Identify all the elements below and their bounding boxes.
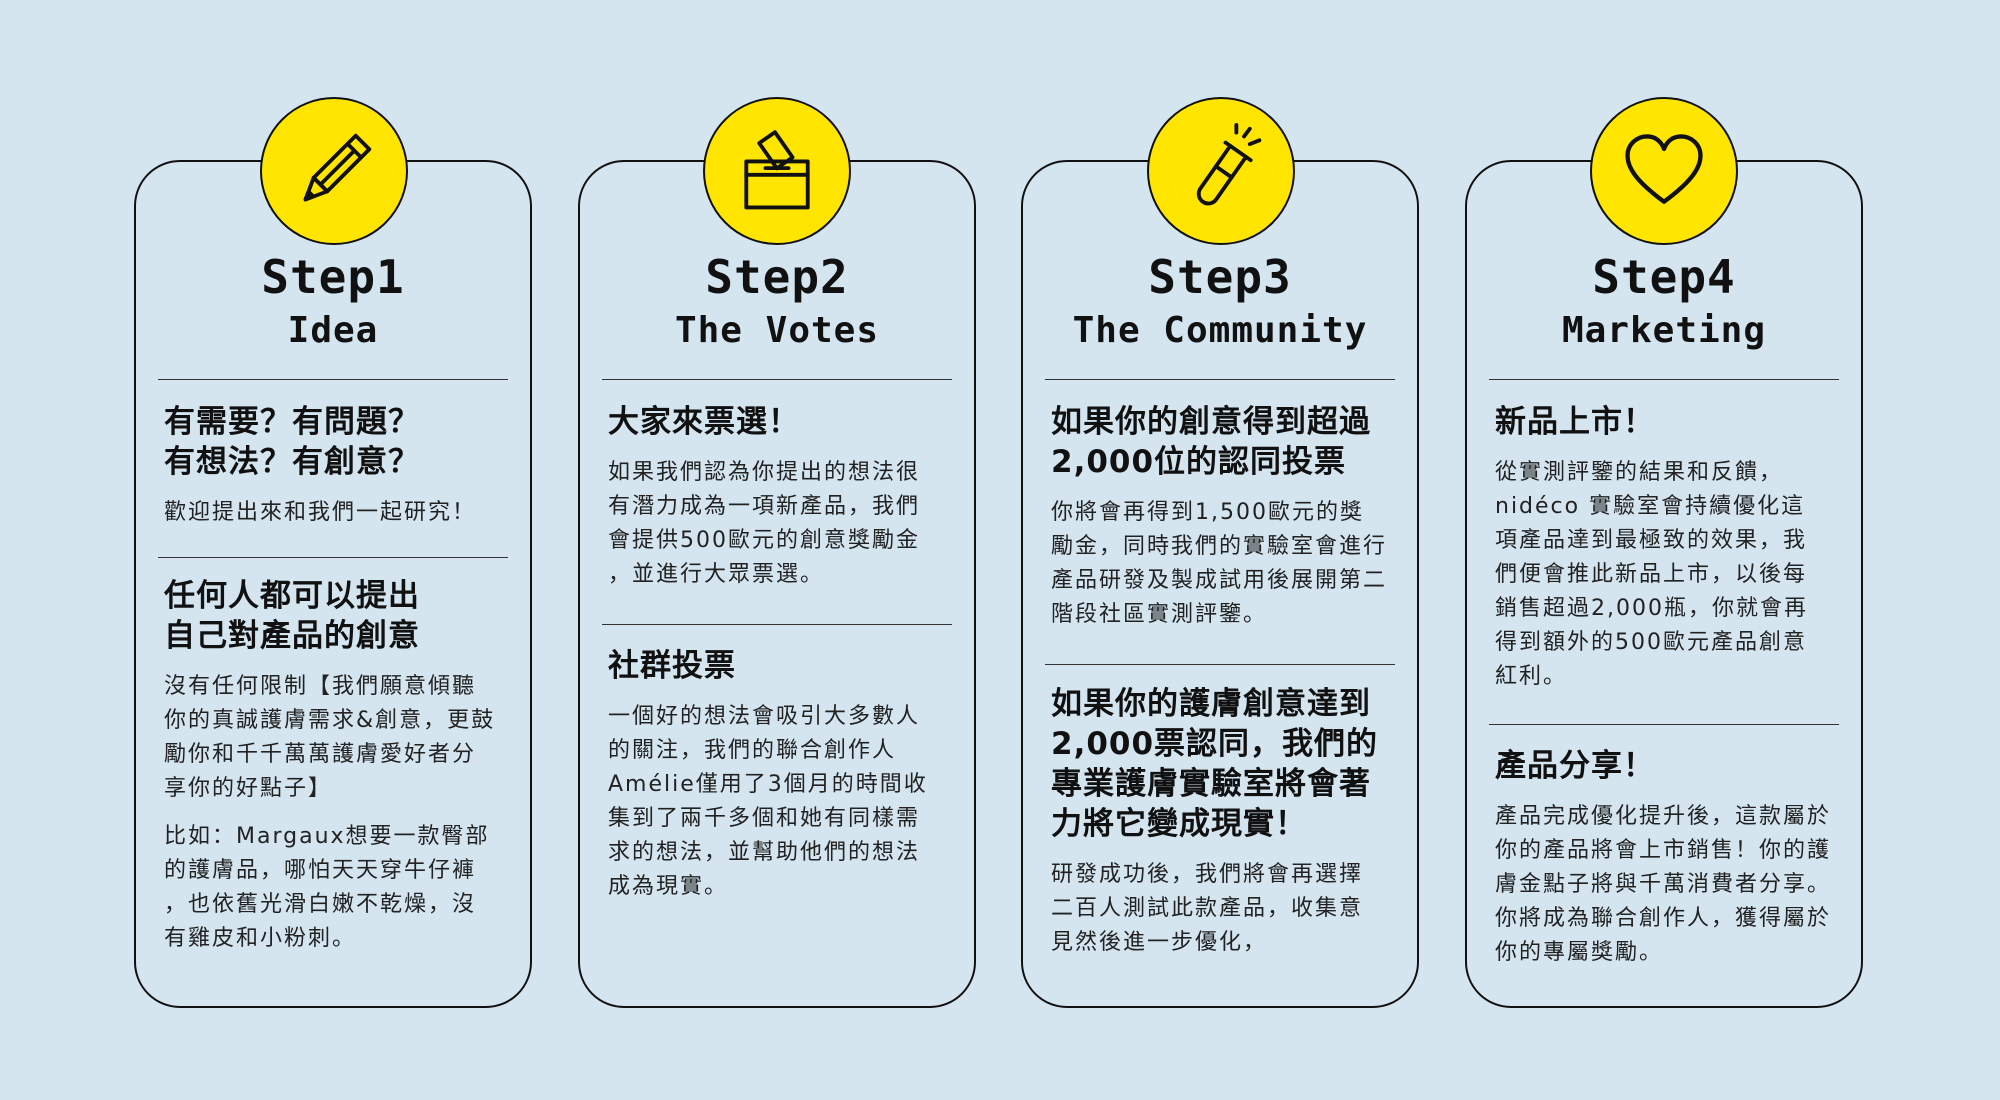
ballot-box-icon <box>744 130 810 210</box>
section-body: 如果我們認為你提出的想法很 有潛力成為一項新產品，我們 會提供500歐元的創意獎… <box>608 460 921 587</box>
step-title: Step4 <box>1592 250 1736 304</box>
section-heading: 有需要？有問題？ 有想法？有創意？ <box>164 404 420 480</box>
section-body: 沒有任何限制【我們願意傾聽 你的真誠護膚需求&創意，更鼓 勵你和千千萬萬護膚愛好… <box>164 674 496 801</box>
section-body: 一個好的想法會吸引大多數人 的關注，我們的聯合創作人 Amélie僅用了3個月的… <box>608 704 928 899</box>
step1-card: Step1 Idea 有需要？有問題？ 有想法？有創意？ 歡迎提出來和我們一起研… <box>134 160 532 1008</box>
step-subtitle: Marketing <box>1561 310 1767 351</box>
divider <box>1489 724 1839 725</box>
section-2: 社群投票 一個好的想法會吸引大多數人 的關注，我們的聯合創作人 Amélie僅用… <box>608 646 960 904</box>
step2-icon-badge <box>703 97 851 245</box>
section-body: 從實測評鑒的結果和反饋， nidéco 實驗室會持續優化這 項產品達到最極致的效… <box>1495 460 1808 689</box>
step4-card: Step4 Marketing 新品上市！ 從實測評鑒的結果和反饋， nidéc… <box>1465 160 1863 1008</box>
section-body: 你將會再得到1,500歐元的獎 勵金，同時我們的實驗室會進行 產品研發及製成試用… <box>1051 500 1388 627</box>
section-heading: 產品分享！ <box>1495 748 1655 784</box>
divider <box>1489 379 1839 380</box>
step3-card: Step3 The Community 如果你的創意得到超過 2,000位的認同… <box>1021 160 1419 1008</box>
step2-card: Step2 The Votes 大家來票選！ 如果我們認為你提出的想法很 有潛力… <box>578 160 976 1008</box>
section-body: 歡迎提出來和我們一起研究！ <box>164 500 477 525</box>
step-subtitle: The Votes <box>674 310 880 351</box>
step3-icon-badge <box>1147 97 1295 245</box>
divider <box>158 379 508 380</box>
pencil-icon <box>303 133 372 202</box>
section-body: 產品完成優化提升後，這款屬於 你的產品將會上市銷售！你的護 膚金點子將與千萬消費… <box>1495 804 1832 965</box>
step-title: Step2 <box>705 250 849 304</box>
section-body: 研發成功後，我們將會再選擇 二百人測試此款產品，收集意 見然後進一步優化， <box>1051 862 1364 955</box>
section-heading: 社群投票 <box>608 648 736 684</box>
section-heading: 如果你的護膚創意達到 2,000票認同，我們的 專業護膚實驗室將會著 力將它變成… <box>1051 686 1379 842</box>
step-title: Step3 <box>1148 250 1292 304</box>
step-title: Step1 <box>261 250 405 304</box>
step1-icon-badge <box>260 97 408 245</box>
step-subtitle: The Community <box>1072 310 1368 351</box>
step-subtitle: Idea <box>287 310 379 351</box>
section-1: 大家來票選！ 如果我們認為你提出的想法很 有潛力成為一項新產品，我們 會提供50… <box>608 402 960 592</box>
section-example: 比如：Margaux想要一款臀部 的護膚品，哪怕天天穿牛仔褲 ，也依舊光滑白嫩不… <box>164 824 490 951</box>
divider <box>1045 664 1395 665</box>
section-2: 任何人都可以提出 自己對產品的創意 沒有任何限制【我們願意傾聽 你的真誠護膚需求… <box>164 576 516 956</box>
divider <box>1045 379 1395 380</box>
section-1: 如果你的創意得到超過 2,000位的認同投票 你將會再得到1,500歐元的獎 勵… <box>1051 402 1403 632</box>
divider <box>602 379 952 380</box>
section-heading: 任何人都可以提出 自己對產品的創意 <box>164 578 420 654</box>
section-heading: 如果你的創意得到超過 2,000位的認同投票 <box>1051 404 1371 480</box>
heart-icon <box>1625 134 1703 204</box>
test-tube-icon <box>1196 123 1262 206</box>
divider <box>602 624 952 625</box>
section-heading: 新品上市！ <box>1495 404 1655 440</box>
step4-icon-badge <box>1590 97 1738 245</box>
section-2: 產品分享！ 產品完成優化提升後，這款屬於 你的產品將會上市銷售！你的護 膚金點子… <box>1495 746 1847 970</box>
section-2: 如果你的護膚創意達到 2,000票認同，我們的 專業護膚實驗室將會著 力將它變成… <box>1051 684 1403 960</box>
divider <box>158 557 508 558</box>
section-heading: 大家來票選！ <box>608 404 800 440</box>
section-1: 新品上市！ 從實測評鑒的結果和反饋， nidéco 實驗室會持續優化這 項產品達… <box>1495 402 1847 694</box>
section-1: 有需要？有問題？ 有想法？有創意？ 歡迎提出來和我們一起研究！ <box>164 402 516 530</box>
